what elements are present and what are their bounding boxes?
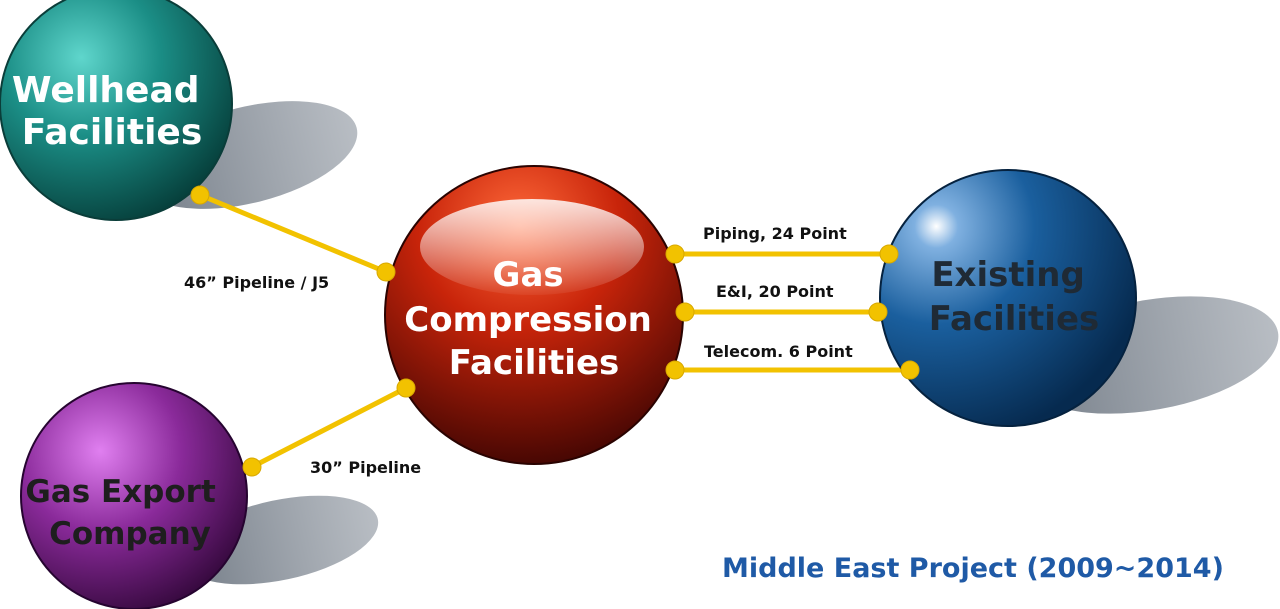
gloss-highlight: [420, 199, 644, 295]
node-gas-export: Gas Export Company: [20, 382, 248, 609]
node-existing: Existing Facilities: [879, 169, 1137, 427]
dot: [879, 244, 899, 264]
label-30-pipeline: 30” Pipeline: [310, 458, 421, 477]
dot: [665, 244, 685, 264]
node-gas-compression: Gas Compression Facilities: [384, 165, 684, 465]
connectors: [197, 192, 913, 470]
label-piping: Piping, 24 Point: [703, 224, 847, 243]
dot: [900, 360, 920, 380]
edge-labels: 46” Pipeline / J5 30” Pipeline Piping, 2…: [184, 224, 853, 477]
connector-dots: [190, 185, 920, 477]
dot: [190, 185, 210, 205]
dot: [376, 262, 396, 282]
existing-label: Existing Facilities: [929, 255, 1100, 339]
dot: [675, 302, 695, 322]
footer-title: Middle East Project (2009~2014): [722, 553, 1224, 584]
connector-wellhead-compression: [197, 192, 389, 275]
gas-compression-label: Gas Compression Facilities: [404, 255, 663, 383]
label-ei: E&I, 20 Point: [716, 282, 834, 301]
gas-export-label: Gas Export Company: [25, 474, 226, 552]
connector-export-compression: [249, 385, 409, 470]
dot: [665, 360, 685, 380]
dot: [868, 302, 888, 322]
node-wellhead: Wellhead Facilities: [0, 0, 233, 221]
label-telecom: Telecom. 6 Point: [704, 342, 853, 361]
dot: [396, 378, 416, 398]
wellhead-label: Wellhead Facilities: [12, 70, 212, 153]
label-46-pipeline: 46” Pipeline / J5: [184, 273, 329, 292]
dot: [242, 457, 262, 477]
